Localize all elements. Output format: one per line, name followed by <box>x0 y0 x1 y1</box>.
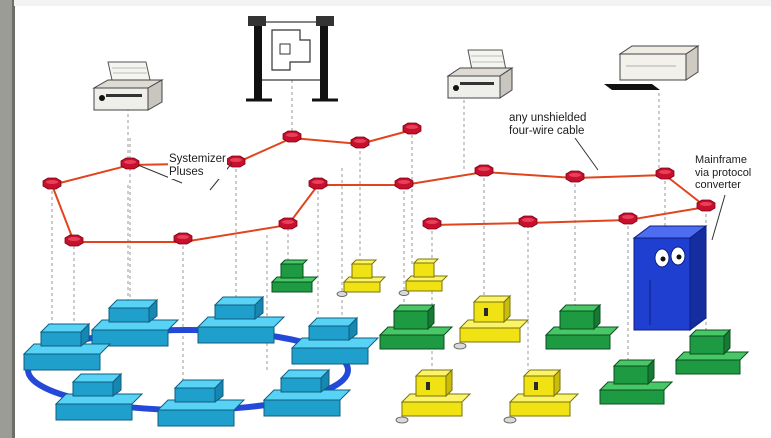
drop-lines <box>51 68 707 385</box>
terminal-icon <box>291 317 379 365</box>
systemizer-node <box>655 167 675 180</box>
terminal-icon <box>263 369 351 417</box>
terminal-icon <box>453 295 529 350</box>
printer-icon <box>92 61 164 111</box>
systemizer-node <box>422 217 442 230</box>
systemizer-node <box>120 157 140 170</box>
systemizer-node <box>394 177 414 190</box>
scan-edge <box>0 0 14 438</box>
cyan-terminals <box>23 296 379 427</box>
terminal-icon <box>395 369 471 424</box>
systemizer-label: Systemizer Pluses <box>168 153 227 179</box>
terminal-icon <box>545 304 619 350</box>
systemizer-node <box>474 164 494 177</box>
mainframe-label-line1: Mainframe <box>695 154 747 166</box>
terminal-icon <box>675 329 749 375</box>
mainframe-label: Mainframe via protocol converter <box>694 154 753 192</box>
terminal-icon <box>197 296 285 344</box>
mainframe-icon <box>632 225 708 331</box>
systemizer-node <box>350 136 370 149</box>
systemizer-node <box>278 217 298 230</box>
terminal-icon <box>55 373 143 421</box>
systemizer-node <box>42 177 62 190</box>
terminal-icon <box>91 299 179 347</box>
terminal-icon <box>157 379 245 427</box>
mainframe-label-line2: via protocol <box>695 166 752 179</box>
plotter-icon <box>246 16 338 102</box>
terminal-icon <box>599 359 673 405</box>
systemizer-node <box>696 199 716 212</box>
cable-label: any unshielded four-wire cable <box>508 112 588 138</box>
terminal-icon <box>379 304 453 350</box>
systemizer-node <box>518 215 538 228</box>
systemizer-label-line2: Pluses <box>169 166 204 178</box>
cable-label-line2: four-wire cable <box>509 125 585 137</box>
scan-edge-shadow <box>12 0 15 438</box>
systemizer-node <box>618 212 638 225</box>
systemizer-node <box>402 122 422 135</box>
network-cable <box>51 129 707 243</box>
systemizer-label-line1: Systemizer <box>169 153 226 165</box>
cable-label-line1: any unshielded <box>509 112 587 124</box>
systemizer-node <box>308 177 328 190</box>
systemizer-node <box>282 130 302 143</box>
terminal-icon <box>398 258 448 296</box>
terminal-icon <box>271 259 318 293</box>
mainframe-label-line3: converter <box>695 179 741 191</box>
terminal-icon <box>503 369 579 424</box>
terminal-icon <box>336 259 386 297</box>
systemizer-node <box>173 232 193 245</box>
printer-icon <box>604 45 700 90</box>
systemizer-node <box>565 170 585 183</box>
systemizer-node <box>64 234 84 247</box>
top-margin <box>14 0 771 6</box>
printer-icon <box>446 49 514 99</box>
